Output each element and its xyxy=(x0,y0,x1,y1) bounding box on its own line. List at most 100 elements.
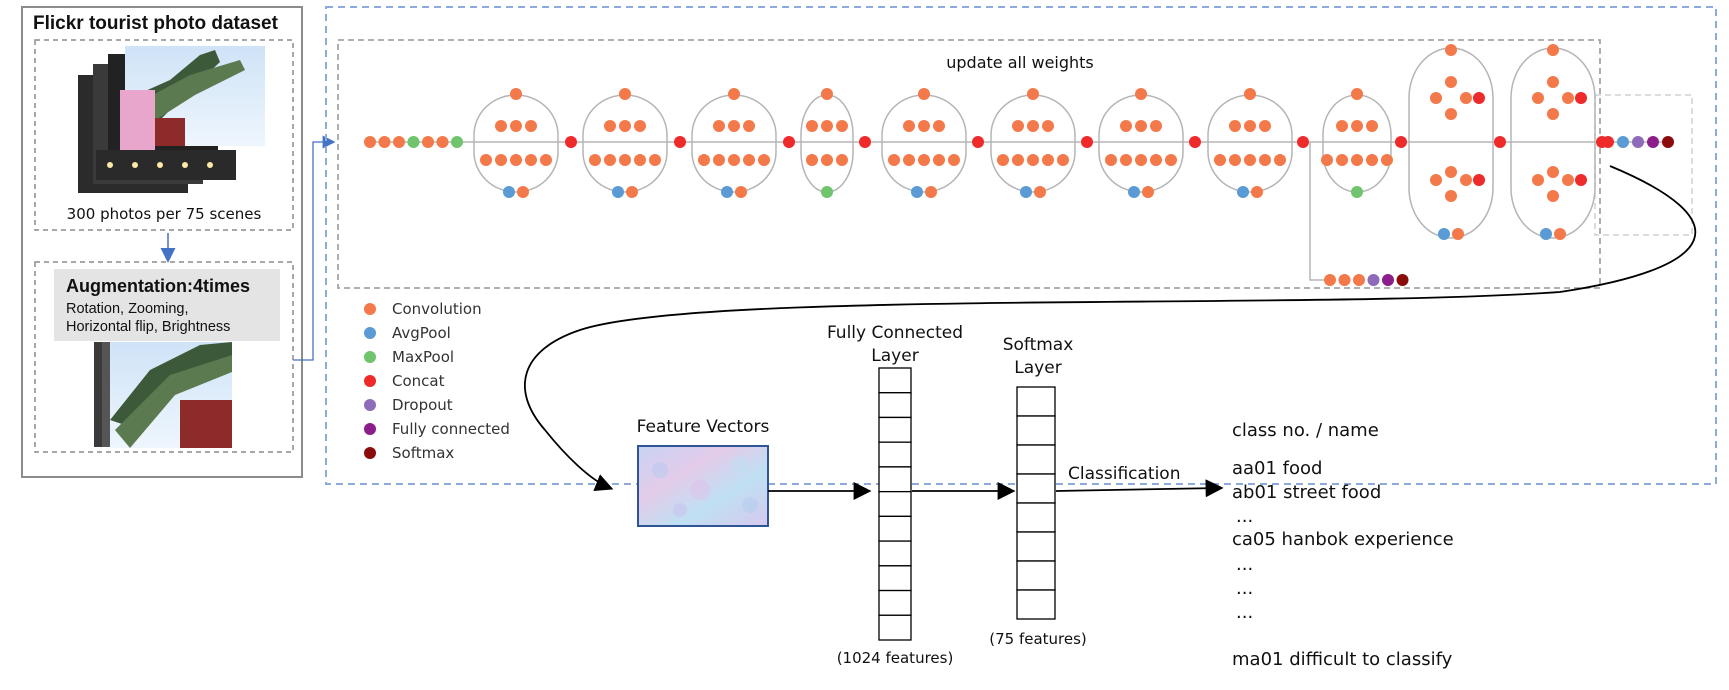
inception-conv-node xyxy=(1274,154,1286,166)
classifier-head-node xyxy=(1602,136,1614,148)
softmax-layer-cell xyxy=(1016,386,1056,417)
large-inception-conv-node xyxy=(1547,166,1559,178)
large-inception-conv-node xyxy=(1445,190,1457,202)
aux-head-node xyxy=(1396,274,1409,286)
large-inception-conv-node xyxy=(1547,190,1559,202)
fc-layer-cell xyxy=(878,392,912,419)
inception-conv-node xyxy=(728,120,740,132)
inception-conv-node xyxy=(510,120,522,132)
inception-conv-node xyxy=(821,88,833,100)
inception-conv-node xyxy=(1042,120,1054,132)
softmax-layer-cell xyxy=(1016,589,1056,620)
inception-module-outline xyxy=(1322,94,1392,193)
large-inception-conv-node xyxy=(1532,92,1544,104)
concat-node xyxy=(565,136,577,148)
large-inception-conv-node xyxy=(1460,174,1472,186)
dataset-panel: Flickr tourist photo dataset 300 photos … xyxy=(21,6,303,478)
inception-conv-node xyxy=(821,154,833,166)
legend-label: Concat xyxy=(392,372,445,390)
network-to-features-curve xyxy=(523,165,1697,491)
inception-conv-node xyxy=(1135,154,1147,166)
legend-swatch xyxy=(364,327,376,339)
inception-conv-node xyxy=(713,120,725,132)
class-item: ... xyxy=(1236,602,1253,623)
inception-conv-node xyxy=(619,154,631,166)
class-item: ... xyxy=(1236,578,1253,599)
inception-conv-node xyxy=(1135,88,1147,100)
class-item: ... xyxy=(1236,506,1253,527)
augmentation-to-network-arrow xyxy=(293,135,336,361)
inception-conv-node xyxy=(997,154,1009,166)
large-inception-concat-node xyxy=(1575,92,1587,104)
fc-layer-cell xyxy=(878,565,912,592)
inception-conv-node xyxy=(1259,120,1271,132)
softmax-title-2: Layer xyxy=(1014,358,1061,378)
concat-node xyxy=(972,136,984,148)
classifier-head-node xyxy=(1617,136,1629,148)
inception-conv-node xyxy=(525,120,537,132)
inception-avgpool-node xyxy=(1128,186,1140,198)
stem-layer-node xyxy=(407,136,420,148)
inception-conv-node xyxy=(1251,186,1263,198)
softmax-layer-cell xyxy=(1016,415,1056,446)
legend-label: Fully connected xyxy=(392,420,510,438)
inception-avgpool-node xyxy=(612,186,624,198)
softmax-layer-cell xyxy=(1016,444,1056,475)
inception-conv-node xyxy=(1229,154,1241,166)
inception-conv-node xyxy=(1244,120,1256,132)
large-inception-conv-node xyxy=(1445,166,1457,178)
classifier-head-node xyxy=(1647,136,1659,148)
aux-head-node xyxy=(1367,274,1380,286)
softmax-caption: (75 features) xyxy=(989,630,1087,648)
inception-conv-node xyxy=(1034,186,1046,198)
inception-conv-node xyxy=(1150,120,1162,132)
inception-module-outline xyxy=(800,94,854,193)
inception-conv-node xyxy=(495,154,507,166)
inception-conv-node xyxy=(619,120,631,132)
inception-conv-node xyxy=(918,120,930,132)
inception-conv-node xyxy=(1214,154,1226,166)
inception-conv-node xyxy=(1336,154,1348,166)
inception-conv-node xyxy=(634,120,646,132)
aux-head-node xyxy=(1338,274,1351,286)
inception-module-outline xyxy=(691,94,777,193)
augmentation-line-1: Rotation, Zooming, xyxy=(66,301,189,317)
large-inception-conv-node xyxy=(1562,92,1574,104)
inception-conv-node xyxy=(1042,154,1054,166)
class-item: ... xyxy=(1236,554,1253,575)
inception-conv-node xyxy=(836,154,848,166)
softmax-title-1: Softmax xyxy=(1003,335,1074,355)
stem-layer-node xyxy=(378,136,391,148)
softmax-layer-cell xyxy=(1016,531,1056,562)
legend-label: MaxPool xyxy=(392,348,454,366)
inception-conv-node xyxy=(480,154,492,166)
inception-conv-node xyxy=(1351,88,1363,100)
fc-layer-cell xyxy=(878,515,912,542)
fc-title-2: Layer xyxy=(871,346,918,366)
inception-conv-node xyxy=(1229,120,1241,132)
stem-layer-node xyxy=(364,136,376,148)
stem-layer-node xyxy=(436,136,449,148)
inception-conv-node xyxy=(1336,120,1348,132)
inception-conv-node xyxy=(836,120,848,132)
feature-vectors-label: Feature Vectors xyxy=(637,417,770,437)
inception-conv-node xyxy=(1027,88,1039,100)
large-inception-conv-node xyxy=(1445,108,1457,120)
large-inception-conv-node xyxy=(1532,174,1544,186)
inception-conv-node xyxy=(589,154,601,166)
inception-module-outline xyxy=(473,94,559,193)
large-inception-conv-node xyxy=(1547,44,1559,56)
large-inception-concat-node xyxy=(1473,174,1485,186)
inception-conv-node xyxy=(918,88,930,100)
inception-conv-node xyxy=(1366,154,1378,166)
inception-conv-node xyxy=(1135,120,1147,132)
large-inception-conv-node xyxy=(1554,228,1566,240)
inception-avgpool-node xyxy=(1237,186,1249,198)
inception-conv-node xyxy=(903,120,915,132)
fc-layer-cell xyxy=(878,466,912,493)
augmentation-box xyxy=(34,261,294,453)
inception-conv-node xyxy=(1142,186,1154,198)
legend-swatch xyxy=(364,351,376,363)
update-weights-label: update all weights xyxy=(946,53,1094,72)
inception-module-outline xyxy=(582,94,668,193)
